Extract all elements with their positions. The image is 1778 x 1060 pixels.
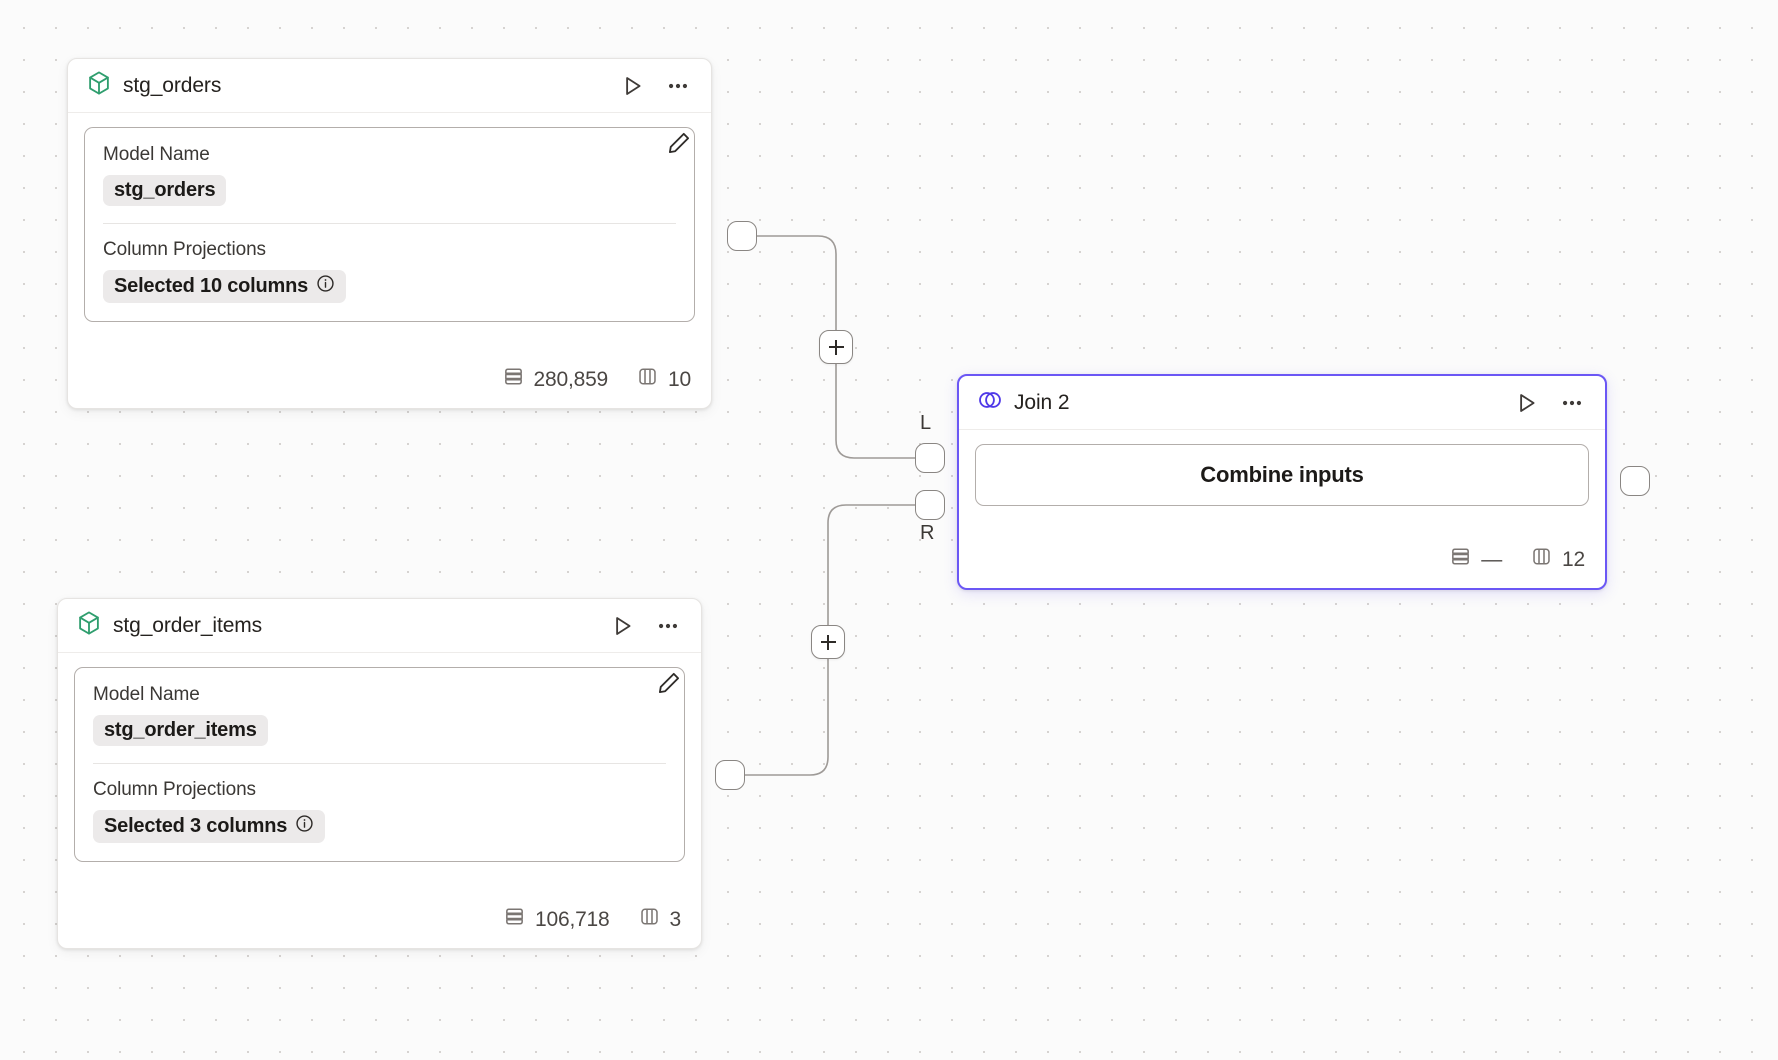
column-projections-row: Column Projections Selected 3 columns: [93, 779, 666, 843]
row-count-stat: —: [1449, 545, 1502, 574]
rows-icon: [503, 905, 526, 934]
node-title: stg_orders: [123, 73, 222, 97]
node-header-actions: [1511, 388, 1587, 418]
node-body-stg-order-items: Model Name stg_order_items Column Projec…: [58, 653, 701, 899]
columns-icon: [638, 905, 661, 934]
rows-icon: [1449, 545, 1472, 574]
input-port-join-2-left[interactable]: [915, 443, 945, 473]
more-options-icon[interactable]: [663, 71, 693, 101]
column-projections-row: Column Projections Selected 10 columns: [103, 239, 676, 303]
column-projections-label: Column Projections: [103, 239, 266, 260]
column-projections-value: Selected 10 columns: [114, 275, 309, 297]
column-projections-value: Selected 3 columns: [104, 815, 288, 837]
node-body-stg-orders: Model Name stg_orders Column Projections…: [68, 113, 711, 359]
node-stg-order-items[interactable]: stg_order_items: [57, 598, 702, 949]
input-port-right-label: R: [920, 522, 935, 544]
cube-icon: [86, 70, 112, 101]
venn-icon: [977, 387, 1003, 418]
node-stg-orders[interactable]: stg_orders: [67, 58, 712, 409]
model-name-row: Model Name stg_order_items: [93, 684, 666, 746]
column-projections-label: Column Projections: [93, 779, 256, 800]
properties-card: Model Name stg_orders Column Projections…: [84, 127, 695, 322]
model-name-label: Model Name: [93, 684, 200, 705]
column-projections-value-chip[interactable]: Selected 10 columns: [103, 270, 347, 303]
row-count-value: 280,859: [533, 367, 609, 391]
output-port-stg-orders[interactable]: [727, 221, 757, 251]
node-title: stg_order_items: [113, 613, 263, 637]
output-port-stg-order-items[interactable]: [715, 760, 745, 790]
column-count-stat: 12: [1530, 545, 1585, 574]
model-name-value-chip[interactable]: stg_orders: [103, 175, 227, 206]
columns-icon: [636, 365, 659, 394]
model-name-label: Model Name: [103, 144, 210, 165]
more-options-icon[interactable]: [653, 611, 683, 641]
row-count-stat: 280,859: [502, 365, 609, 394]
run-icon[interactable]: [607, 611, 637, 641]
column-projections-value-chip[interactable]: Selected 3 columns: [93, 810, 326, 843]
node-footer-stg-order-items: 106,718 3: [58, 899, 701, 948]
column-count-value: 12: [1562, 547, 1585, 571]
properties-divider: [103, 223, 676, 224]
column-count-stat: 10: [636, 365, 691, 394]
model-name-value: stg_orders: [114, 179, 216, 201]
output-port-join-2[interactable]: [1620, 466, 1650, 496]
node-footer-stg-orders: 280,859 10: [68, 359, 711, 408]
row-count-value: —: [1481, 547, 1503, 571]
node-header-join-2: Join 2: [959, 376, 1605, 430]
node-header-stg-order-items: stg_order_items: [58, 599, 701, 653]
column-count-value: 3: [669, 907, 682, 931]
more-options-icon[interactable]: [1557, 388, 1587, 418]
input-port-left-label: L: [920, 412, 932, 434]
node-join-2[interactable]: Join 2 Combine inputs: [957, 374, 1607, 590]
info-icon[interactable]: [295, 814, 314, 839]
model-name-value-chip[interactable]: stg_order_items: [93, 715, 268, 746]
run-icon[interactable]: [617, 71, 647, 101]
edit-pencil-icon[interactable]: [654, 668, 684, 698]
model-name-value: stg_order_items: [104, 719, 257, 741]
run-icon[interactable]: [1511, 388, 1541, 418]
combine-inputs-button[interactable]: Combine inputs: [975, 444, 1589, 506]
column-count-stat: 3: [638, 905, 681, 934]
edit-pencil-icon[interactable]: [664, 128, 694, 158]
columns-icon: [1530, 545, 1553, 574]
model-name-row: Model Name stg_orders: [103, 144, 676, 206]
node-header-actions: [617, 71, 693, 101]
add-node-on-edge-lower-button[interactable]: [811, 625, 845, 659]
cube-icon: [76, 610, 102, 641]
info-icon[interactable]: [316, 274, 335, 299]
row-count-stat: 106,718: [503, 905, 610, 934]
column-count-value: 10: [668, 367, 691, 391]
node-body-join-2: Combine inputs: [959, 430, 1605, 539]
input-port-join-2-right[interactable]: [915, 490, 945, 520]
node-header-stg-orders: stg_orders: [68, 59, 711, 113]
row-count-value: 106,718: [535, 907, 610, 931]
node-header-actions: [607, 611, 683, 641]
properties-card: Model Name stg_order_items Column Projec…: [74, 667, 685, 862]
add-node-on-edge-upper-button[interactable]: [819, 330, 853, 364]
node-title: Join 2: [1014, 390, 1070, 414]
rows-icon: [502, 365, 525, 394]
node-footer-join-2: — 12: [959, 539, 1605, 588]
combine-inputs-label: Combine inputs: [1200, 462, 1364, 487]
properties-divider: [93, 763, 666, 764]
